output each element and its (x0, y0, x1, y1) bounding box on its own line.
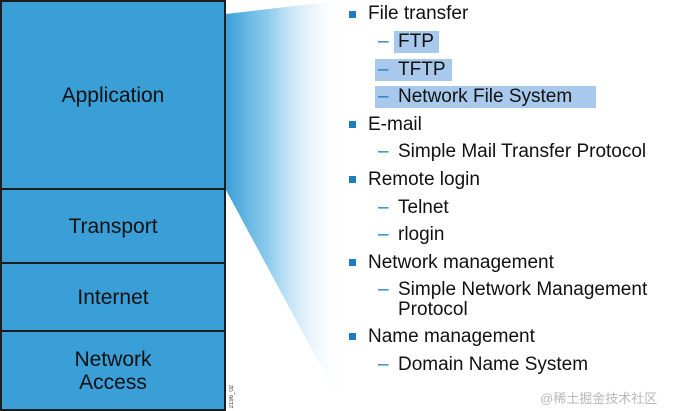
bullet-icon (349, 333, 356, 340)
highlight-ftp (394, 31, 439, 53)
highlight-tftp (375, 59, 452, 81)
dash-icon: – (378, 224, 389, 245)
item-telnet: Telnet (398, 197, 449, 218)
item-rlogin: rlogin (398, 224, 445, 245)
category-email: E-mail (368, 114, 422, 135)
dash-icon: – (378, 31, 389, 52)
highlight-nfs (375, 86, 596, 108)
category-network-management: Network management (368, 252, 554, 273)
tcp-ip-layer-stack: Application Transport Internet Network A… (0, 0, 228, 411)
bullet-icon (349, 176, 356, 183)
bullet-icon (349, 11, 356, 18)
category-file-transfer: File transfer (368, 3, 469, 24)
network-access-label-line2: Access (79, 370, 147, 394)
dash-icon: – (378, 86, 389, 107)
bullet-icon (349, 259, 356, 266)
internet-layer: Internet (0, 262, 226, 332)
category-remote-login: Remote login (368, 169, 480, 190)
item-network-file-system: Network File System (398, 86, 573, 107)
dash-icon: – (378, 141, 389, 162)
network-access-layer: Network Access (0, 330, 226, 411)
dash-icon: – (378, 59, 389, 80)
transport-layer-label: Transport (68, 214, 158, 238)
application-layer: Application (0, 0, 226, 190)
item-ftp: FTP (398, 31, 434, 52)
transport-layer: Transport (0, 188, 226, 264)
item-snmp-line1: Simple Network Management (398, 279, 648, 300)
category-name-management: Name management (368, 326, 535, 347)
application-layer-label: Application (61, 83, 165, 107)
dash-icon: – (378, 197, 389, 218)
dash-icon: – (378, 354, 389, 375)
internet-layer-label: Internet (77, 285, 149, 309)
item-dns: Domain Name System (398, 354, 589, 375)
item-snmp-line2: Protocol (398, 299, 468, 320)
item-tftp: TFTP (398, 59, 446, 80)
watermark: @稀土掘金技术社区 (540, 391, 658, 406)
item-smtp: Simple Mail Transfer Protocol (398, 141, 647, 162)
network-access-label-line1: Network (74, 347, 152, 371)
dash-icon: – (378, 279, 389, 300)
bullet-icon (349, 121, 356, 128)
figure-credit: 2196_02 (229, 385, 235, 409)
